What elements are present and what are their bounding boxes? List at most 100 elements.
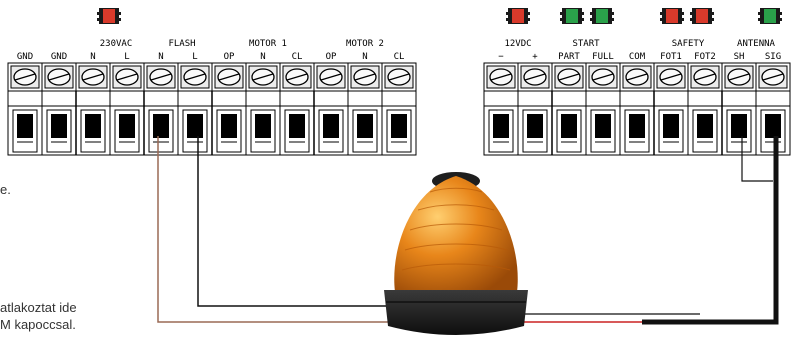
- terminal-label: +: [532, 52, 538, 62]
- terminal: [517, 63, 550, 155]
- left-group-labels: 230VAC FLASH MOTOR 1 MOTOR 2: [100, 39, 384, 49]
- terminal: [755, 63, 788, 155]
- terminal-label: FOT2: [694, 52, 716, 62]
- wire-flash-n: [157, 136, 390, 323]
- right-terminal-labels: − + PART FULL COM FOT1 FOT2 SH SIG: [498, 52, 781, 62]
- terminal: [585, 63, 618, 155]
- terminal-label: FULL: [592, 52, 614, 62]
- terminal-label: COM: [629, 52, 646, 62]
- terminal-label: L: [192, 52, 197, 62]
- led-icon: [590, 8, 614, 24]
- led-icon: [690, 8, 714, 24]
- terminal-label: CL: [292, 52, 303, 62]
- led-icon: [560, 8, 584, 24]
- screw-icon: [659, 68, 683, 86]
- screw-icon: [183, 68, 207, 86]
- terminal: [143, 63, 176, 155]
- group-label-motor-1: MOTOR 1: [249, 39, 287, 49]
- terminal: [177, 63, 210, 155]
- terminal: [41, 63, 74, 155]
- group-label-12vdc: 12VDC: [504, 39, 531, 49]
- led-icon: [506, 8, 530, 24]
- screw-icon: [557, 68, 581, 86]
- screw-icon: [353, 68, 377, 86]
- left-led-row: [97, 8, 121, 24]
- screw-icon: [13, 68, 37, 86]
- flashing-lamp: [384, 172, 528, 335]
- screw-icon: [387, 68, 411, 86]
- terminal-label: GND: [17, 52, 33, 62]
- terminal-label: SH: [734, 52, 745, 62]
- terminal-label: L: [124, 52, 129, 62]
- terminal-label: GND: [51, 52, 67, 62]
- side-text-line-1: e.: [0, 182, 11, 197]
- screw-icon: [625, 68, 649, 86]
- led-icon: [660, 8, 684, 24]
- terminal: [245, 63, 278, 155]
- screw-icon: [591, 68, 615, 86]
- terminal: [619, 63, 652, 155]
- screw-icon: [319, 68, 343, 86]
- lamp-dome-ribs: [401, 187, 511, 271]
- terminal: [653, 63, 686, 155]
- terminal: [211, 63, 244, 155]
- terminal: [109, 63, 142, 155]
- terminal-label: PART: [558, 52, 580, 62]
- terminal: [721, 63, 754, 155]
- terminal: [10, 65, 40, 153]
- screw-icon: [47, 68, 71, 86]
- terminal-label: OP: [224, 52, 235, 62]
- terminal-label: N: [260, 52, 265, 62]
- group-label-safety: SAFETY: [672, 39, 705, 49]
- terminal-label: N: [362, 52, 367, 62]
- screw-icon: [489, 68, 513, 86]
- wire-flash-l: [197, 136, 392, 307]
- screw-icon: [217, 68, 241, 86]
- group-label-230vac: 230VAC: [100, 39, 133, 49]
- side-text-line-3: M kapoccsal.: [0, 317, 76, 332]
- led-icon: [97, 8, 121, 24]
- side-text-line-2: atlakoztat ide: [0, 300, 77, 315]
- group-label-antenna: ANTENNA: [737, 39, 776, 49]
- wires: [157, 136, 779, 325]
- screw-icon: [523, 68, 547, 86]
- wire-antenna-cable: [642, 136, 779, 325]
- right-group-labels: 12VDC START SAFETY ANTENNA: [504, 39, 775, 49]
- right-terminal-row: [486, 63, 788, 155]
- right-led-row: [506, 8, 782, 24]
- group-label-flash: FLASH: [168, 39, 195, 49]
- terminal-label: −: [498, 52, 504, 62]
- terminal: [381, 63, 414, 155]
- left-terminal-row: [10, 63, 414, 155]
- screw-icon: [761, 68, 785, 86]
- screw-icon: [251, 68, 275, 86]
- terminal-label: N: [158, 52, 163, 62]
- terminal: [75, 63, 108, 155]
- terminal-label: N: [90, 52, 95, 62]
- wire-antenna-sh: [741, 136, 773, 182]
- terminal: [279, 63, 312, 155]
- terminal-label: FOT1: [660, 52, 682, 62]
- group-label-motor-2: MOTOR 2: [346, 39, 384, 49]
- screw-icon: [81, 68, 105, 86]
- screw-icon: [693, 68, 717, 86]
- terminal-label: OP: [326, 52, 337, 62]
- screw-icon: [727, 68, 751, 86]
- group-label-start: START: [572, 39, 600, 49]
- terminal: [551, 63, 584, 155]
- terminal-label: SIG: [765, 52, 781, 62]
- terminal: [687, 63, 720, 155]
- right-terminal-block: 12VDC START SAFETY ANTENNA − + PART FULL…: [483, 8, 791, 156]
- terminal: [347, 63, 380, 155]
- lamp-base: [384, 290, 528, 335]
- terminal: [486, 65, 516, 153]
- led-icon: [758, 8, 782, 24]
- lamp-dome: [394, 176, 518, 292]
- terminal-label: CL: [394, 52, 405, 62]
- screw-icon: [149, 68, 173, 86]
- screw-icon: [285, 68, 309, 86]
- screw-icon: [115, 68, 139, 86]
- left-terminal-labels: GND GND N L N L OP N CL OP N CL: [17, 52, 405, 62]
- left-terminal-block: 230VAC FLASH MOTOR 1 MOTOR 2 GND GND N L…: [7, 8, 417, 156]
